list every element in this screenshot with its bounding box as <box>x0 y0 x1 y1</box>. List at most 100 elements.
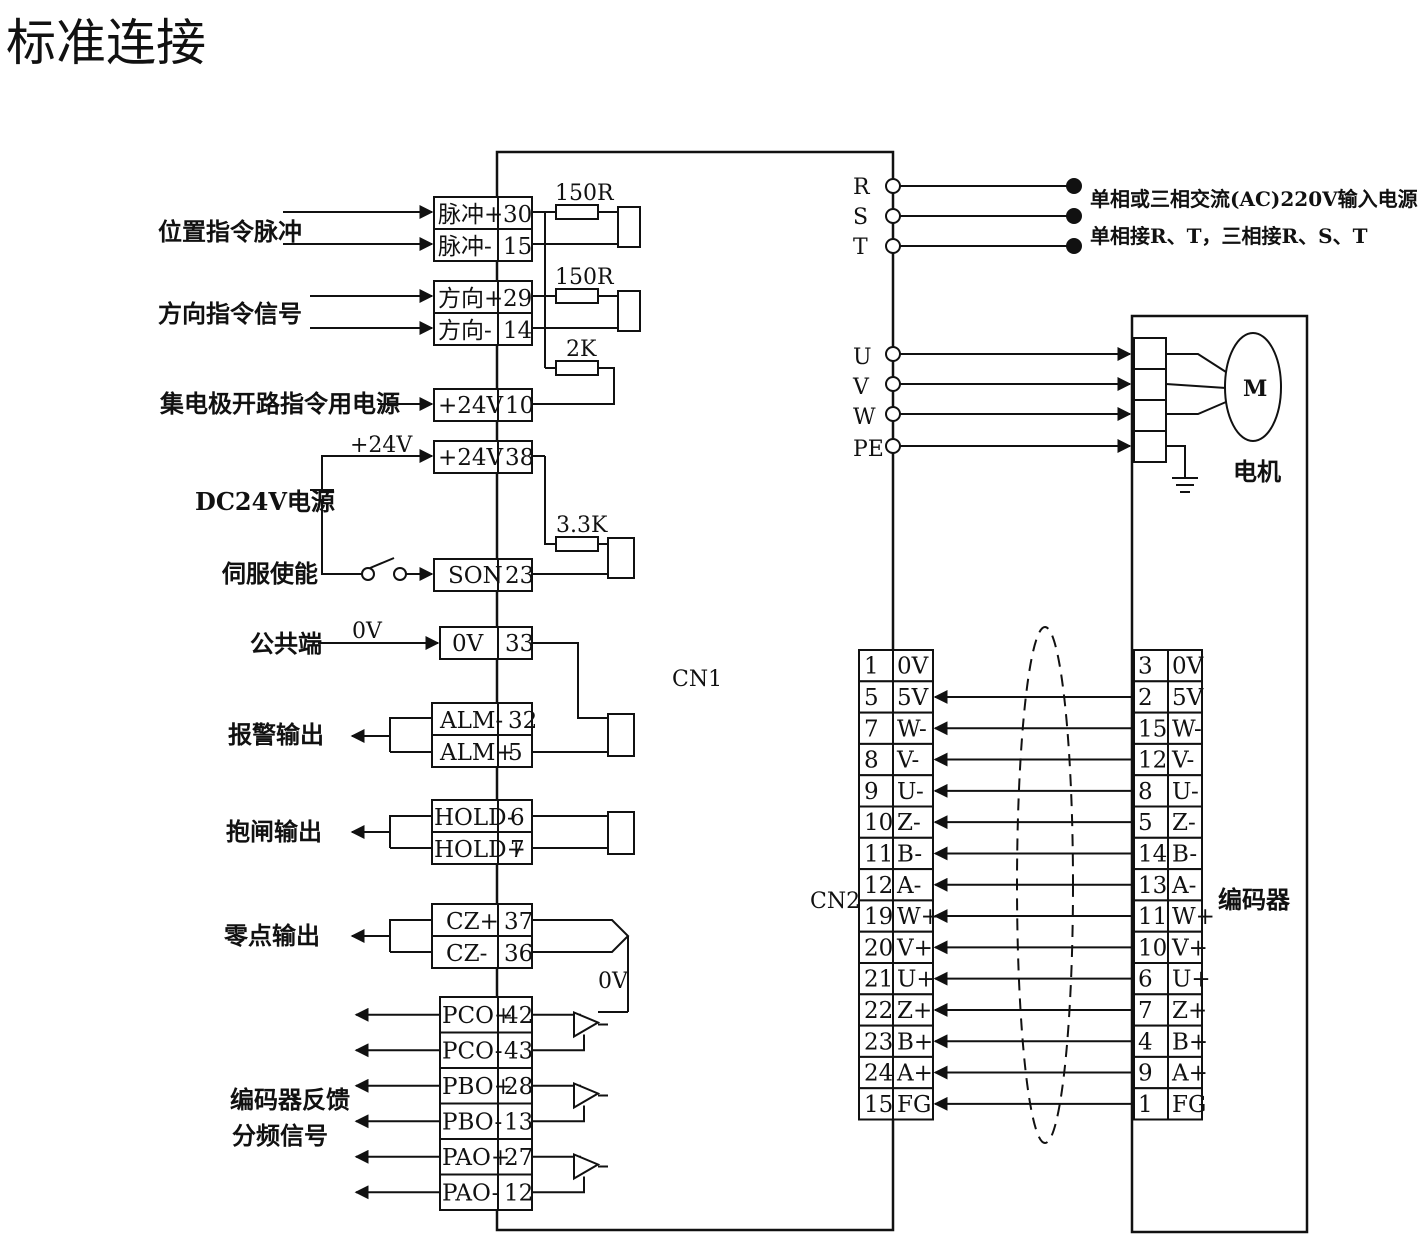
feedback-pin-name: PCO+ <box>442 1003 513 1029</box>
page-title: 标准连接 <box>6 14 206 72</box>
cn2-encoder-pin-num: 13 <box>1138 873 1167 899</box>
pin-num-30: 30 <box>503 202 532 228</box>
encoder-frame <box>1130 314 1309 1234</box>
motor-symbol: M <box>1243 376 1267 402</box>
terminal-t-icon <box>885 238 901 254</box>
cn1-label: CN1 <box>672 667 722 692</box>
pin-num-23: 23 <box>505 563 534 589</box>
cn2-encoder-signal: FG <box>1172 1092 1206 1118</box>
terminal-pe-icon <box>885 438 901 454</box>
cn2-encoder-pin-num: 7 <box>1138 998 1153 1024</box>
cn2-driver-pin-num: 21 <box>864 967 893 993</box>
power-dot-icon <box>1066 238 1082 254</box>
cn2-driver-pin-num: 5 <box>864 685 879 711</box>
optocoupler-icon <box>617 206 641 248</box>
cn2-encoder-pin-num: 9 <box>1138 1061 1153 1087</box>
motor-icon <box>1224 332 1282 442</box>
terminal-w-icon <box>885 406 901 422</box>
feedback-pin-num: 28 <box>504 1074 533 1100</box>
resistor-3-3k-label: 3.3K <box>556 513 608 538</box>
resistor-3-3k-icon <box>555 536 599 552</box>
cn2-encoder-signal: A+ <box>1171 1061 1208 1087</box>
pin-name-pulse-minus: 脉冲- <box>438 234 492 260</box>
feedback-pin-name: PBO+ <box>442 1074 513 1100</box>
feedback-pin-name: PAO+ <box>442 1145 510 1171</box>
cn2-encoder-pin-num: 10 <box>1138 935 1167 961</box>
pin-num-7: 7 <box>510 837 525 863</box>
resistor-150r-1-icon <box>555 204 599 220</box>
zero-output-label: 零点输出 <box>223 921 320 950</box>
cn2-driver-signal: U- <box>897 779 924 805</box>
feedback-pin-num: 13 <box>504 1109 533 1135</box>
pin-num-36: 36 <box>504 941 533 967</box>
feedback-pin-name: PCO- <box>442 1038 503 1064</box>
cn2-encoder-signal: Z- <box>1172 810 1196 836</box>
cn2-driver-pin-num: 24 <box>864 1061 893 1087</box>
pin-name-dir-plus: 方向+ <box>438 286 503 312</box>
cn2-encoder-pin-num: 6 <box>1138 967 1153 993</box>
feedback-pin-num: 43 <box>504 1038 533 1064</box>
cn2-driver-pin-num: 9 <box>864 779 879 805</box>
dc24v-supply-value: +24V <box>350 433 413 458</box>
pin-name-son: SON <box>448 563 503 589</box>
cn2-encoder-pin-num: 8 <box>1138 779 1153 805</box>
resistor-150r-2-label: 150R <box>555 265 615 290</box>
resistor-2k-label: 2K <box>566 337 597 362</box>
pin-num-33: 33 <box>505 631 534 657</box>
pin-num-6: 6 <box>510 805 525 831</box>
zero-output-0v: 0V <box>598 969 629 994</box>
direction-command-label: 方向指令信号 <box>158 299 302 328</box>
shield-icon <box>1016 626 1074 1144</box>
cn2-encoder-pin-num: 15 <box>1138 716 1167 742</box>
terminal-w-label: W <box>853 405 876 430</box>
feedback-pin-name: PBO- <box>442 1109 502 1135</box>
cn2-driver-signal: W+ <box>897 904 940 930</box>
cn2-encoder-signal: Z+ <box>1172 998 1207 1024</box>
cn2-encoder-signal: W- <box>1172 716 1202 742</box>
terminal-pe-label: PE <box>853 437 884 462</box>
cn2-encoder-pin-num: 11 <box>1138 904 1167 930</box>
pin-name-pulse-plus: 脉冲+ <box>438 202 503 228</box>
cn2-driver-pin-num: 15 <box>864 1092 893 1118</box>
terminal-s-icon <box>885 208 901 224</box>
cn2-driver-pin-num: 19 <box>864 904 893 930</box>
line-driver-icon <box>573 1153 601 1181</box>
cn2-encoder-signal: B- <box>1172 841 1197 867</box>
common-label: 公共端 <box>250 629 322 658</box>
switch-icon <box>361 567 375 581</box>
cn2-driver-signal: Z- <box>897 810 921 836</box>
terminal-v-icon <box>885 376 901 392</box>
pin-name-24v-38: +24V <box>438 445 504 471</box>
cn2-driver-pin-num: 20 <box>864 935 893 961</box>
cn2-encoder-signal: V+ <box>1171 935 1208 961</box>
cn2-encoder-signal: U+ <box>1172 967 1211 993</box>
cn2-encoder-signal: W+ <box>1172 904 1215 930</box>
line-driver-icon <box>573 1082 601 1110</box>
terminal-v-label: V <box>852 375 870 400</box>
alarm-output-label: 报警输出 <box>228 720 324 749</box>
pin-name-alm-plus: ALM+ <box>439 740 515 766</box>
motor-group: U V W PE M 电机 <box>852 332 1282 493</box>
resistor-2k-icon <box>555 360 599 376</box>
pin-name-alm-minus: ALM- <box>439 708 503 734</box>
pin-num-37: 37 <box>504 909 533 935</box>
power-dot-icon <box>1066 178 1082 194</box>
dc24v-supply-label: DC24V电源 <box>195 487 335 516</box>
feedback-pin-name: PAO- <box>442 1180 499 1206</box>
terminal-r-icon <box>885 178 901 194</box>
terminal-r-label: R <box>853 175 871 200</box>
cn2-encoder-pin-num: 4 <box>1138 1029 1153 1055</box>
cn2-driver-signal: A- <box>896 873 921 899</box>
cn2-encoder-signal: V- <box>1171 748 1194 774</box>
pin-name-dir-minus: 方向- <box>438 318 492 344</box>
cn2-driver-signal: V+ <box>896 935 933 961</box>
pulse-command-label: 位置指令脉冲 <box>158 217 302 246</box>
cn2-driver-pin-num: 8 <box>864 748 879 774</box>
encoder-feedback-label-2: 分频信号 <box>232 1121 328 1150</box>
pin-num-5: 5 <box>508 740 523 766</box>
encoder-feedback-label: 编码器反馈 <box>230 1085 350 1114</box>
cn2-driver-signal: B- <box>897 841 922 867</box>
terminal-s-label: S <box>853 205 868 230</box>
